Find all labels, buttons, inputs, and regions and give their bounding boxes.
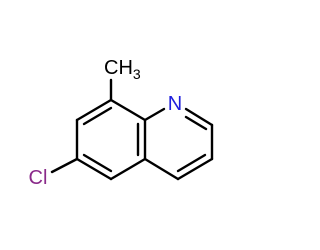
chlorine-label: Cl (29, 167, 48, 189)
bond-c5-c6-inner (82, 153, 113, 173)
bond-c7-c8-inner (82, 106, 113, 126)
methyl-subscript: 3 (133, 66, 141, 82)
bond-n1-c2-inner (184, 115, 208, 131)
methyl-ch-text: CH (104, 57, 133, 79)
chemical-structure: CH3 N Cl (29, 57, 214, 189)
bond-c3-c4-inner (176, 153, 207, 173)
bond-c3-c4 (176, 157, 214, 181)
bond-c6-cl (50, 157, 79, 174)
methyl-label: CH3 (104, 57, 141, 82)
bond-c4a-c5 (109, 157, 147, 181)
bond-n1-c2 (184, 107, 214, 127)
bonds (50, 78, 214, 181)
bond-c5-c6 (75, 157, 113, 181)
bond-c8a-n1 (143, 107, 166, 122)
bond-c8-c8a (109, 98, 147, 122)
bond-c4-c4a (143, 157, 180, 181)
nitrogen-label: N (168, 93, 182, 115)
bond-c7-c8 (75, 98, 113, 122)
